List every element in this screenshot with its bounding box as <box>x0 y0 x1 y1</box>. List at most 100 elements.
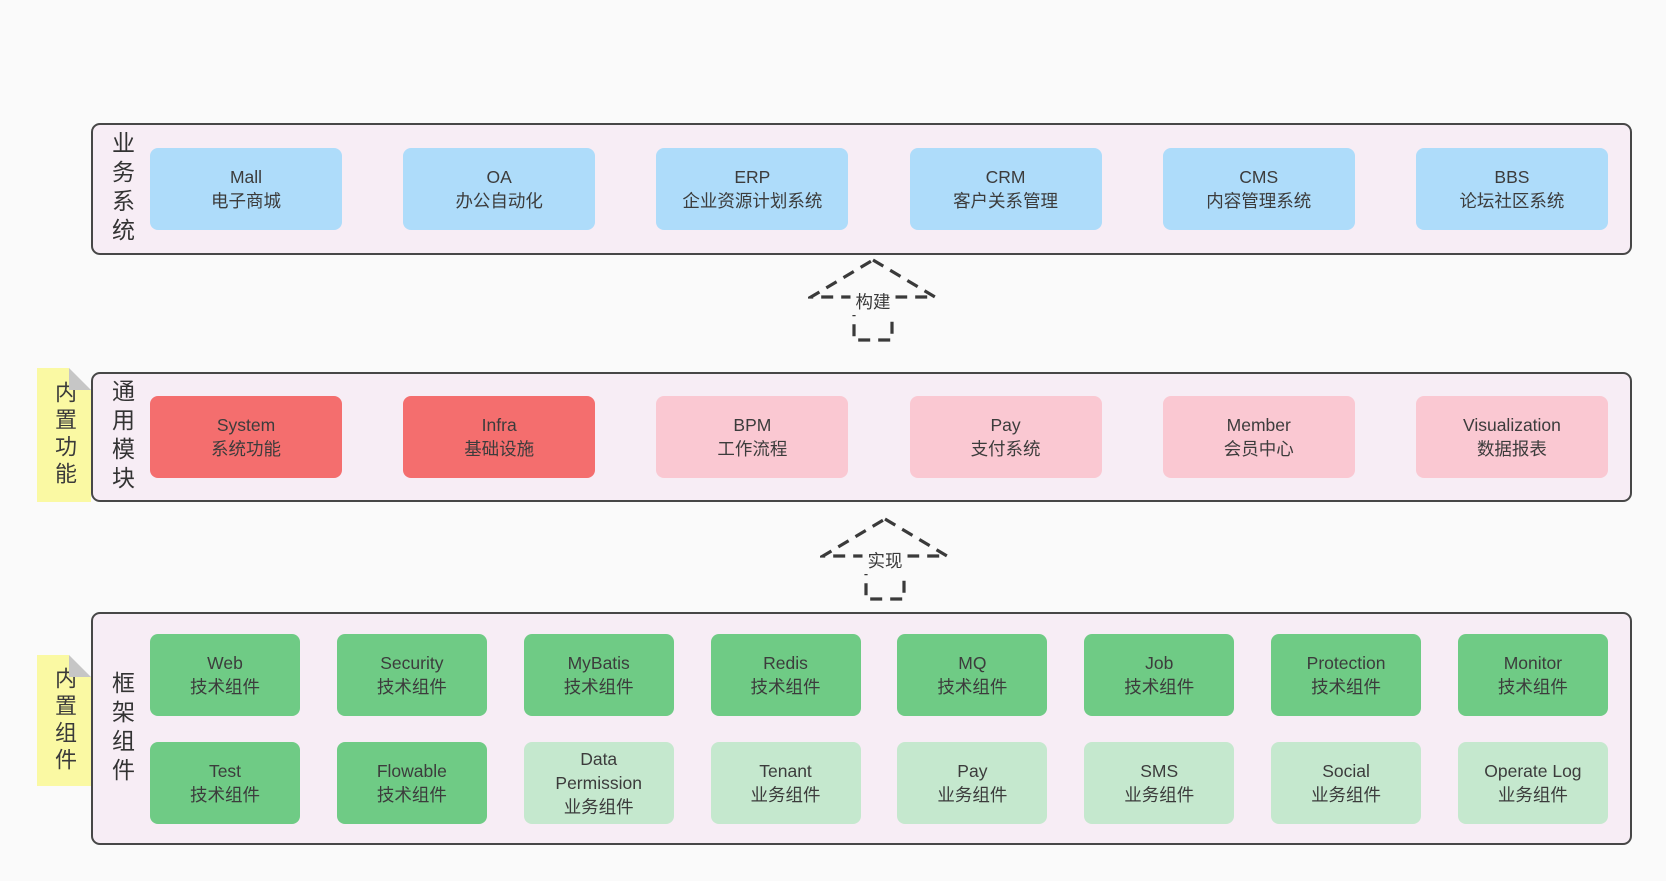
box-name: MQ <box>958 652 987 673</box>
box-test: Test 技术组件 <box>150 741 300 824</box>
box-name: Redis <box>763 652 808 673</box>
box-desc: 技术组件 <box>1311 676 1382 697</box>
box-pay-component: Pay 业务组件 <box>897 741 1048 824</box>
box-desc: 系统功能 <box>211 439 281 459</box>
box-web: Web 技术组件 <box>150 633 300 716</box>
box-security: Security 技术组件 <box>336 633 487 716</box>
box-desc: 技术组件 <box>1124 676 1195 697</box>
box-name: Flowable <box>376 760 447 781</box>
box-tenant: Tenant 业务组件 <box>710 741 861 824</box>
box-desc: 电子商城 <box>211 191 281 211</box>
box-sms: SMS 业务组件 <box>1084 741 1235 824</box>
box-name: Monitor <box>1503 652 1563 673</box>
box-cms: CMS 内容管理系统 <box>1162 148 1355 230</box>
box-visualization: Visualization 数据报表 <box>1415 396 1608 478</box>
sticky-note-builtin-components: 内置组件 <box>37 655 91 786</box>
box-name: Social <box>1322 760 1370 781</box>
box-name: Pay <box>957 760 988 781</box>
box-name: Protection <box>1306 652 1386 673</box>
component-row-1: Web 技术组件 Security 技术组件 MyBatis 技术组件 Redi… <box>150 633 1608 716</box>
layer-business-systems: 业务系统 Mall 电子商城 OA 办公自动化 ERP 企业资源计划系统 CRM… <box>91 123 1632 255</box>
layer-label-text: 业务系统 <box>108 131 135 247</box>
note-text: 内置组件 <box>52 666 77 775</box>
box-desc: 技术组件 <box>190 676 260 697</box>
box-crm: CRM 客户关系管理 <box>909 148 1102 230</box>
box-desc: 支付系统 <box>970 439 1041 459</box>
box-desc: 内容管理系统 <box>1206 191 1312 211</box>
layer-common-modules: 通用模块 System 系统功能 Infra 基础设施 BPM 工作流程 Pay… <box>91 372 1632 502</box>
box-name: SMS <box>1140 760 1179 781</box>
box-name: Job <box>1145 652 1174 673</box>
component-row-2: Test 技术组件 Flowable 技术组件 Data Permission … <box>150 741 1608 824</box>
box-desc: 办公自动化 <box>455 191 543 211</box>
business-boxes: Mall 电子商城 OA 办公自动化 ERP 企业资源计划系统 CRM 客户关系… <box>150 125 1630 253</box>
box-erp: ERP 企业资源计划系统 <box>656 148 849 230</box>
box-desc: 业务组件 <box>937 784 1008 805</box>
box-pay-system: Pay 支付系统 <box>909 396 1102 478</box>
box-name: Pay <box>990 415 1021 435</box>
box-name: Tenant <box>759 760 812 781</box>
box-data-permission: Data Permission 业务组件 <box>523 741 674 824</box>
box-name: ERP <box>734 167 771 187</box>
box-desc: 论坛社区系统 <box>1459 191 1565 211</box>
box-monitor: Monitor 技术组件 <box>1457 633 1608 716</box>
box-desc: 技术组件 <box>937 676 1008 697</box>
box-desc: 会员中心 <box>1223 439 1294 459</box>
layer-framework-components: 框架组件 Web 技术组件 Security 技术组件 MyBatis 技术组件… <box>91 612 1632 845</box>
layer-label-text: 框架组件 <box>108 670 135 787</box>
box-oa: OA 办公自动化 <box>403 148 596 230</box>
box-desc: 业务组件 <box>1124 784 1195 805</box>
layer-label-components: 框架组件 <box>93 614 150 843</box>
box-desc: 技术组件 <box>376 676 447 697</box>
box-mall: Mall 电子商城 <box>150 148 342 230</box>
box-mybatis: MyBatis 技术组件 <box>523 633 674 716</box>
box-name: Member <box>1226 415 1291 435</box>
box-desc: 技术组件 <box>1497 676 1568 697</box>
component-boxes: Web 技术组件 Security 技术组件 MyBatis 技术组件 Redi… <box>150 614 1630 843</box>
box-bpm: BPM 工作流程 <box>656 396 849 478</box>
arrow-build: 构建 <box>808 257 938 343</box>
box-name: Mall <box>229 167 263 187</box>
box-desc: 技术组件 <box>563 676 634 697</box>
box-name: OA <box>486 167 512 187</box>
box-flowable: Flowable 技术组件 <box>336 741 487 824</box>
note-fold-icon <box>69 368 91 390</box>
box-desc: 客户关系管理 <box>953 191 1059 211</box>
box-desc: 业务组件 <box>750 784 821 805</box>
box-desc: 企业资源计划系统 <box>682 191 823 211</box>
box-desc: 业务组件 <box>563 796 634 817</box>
box-name: BPM <box>733 415 772 435</box>
box-name: Test <box>208 760 242 781</box>
box-desc: 技术组件 <box>376 784 447 805</box>
box-desc: 业务组件 <box>1311 784 1382 805</box>
box-name: Security <box>380 652 444 673</box>
box-job: Job 技术组件 <box>1084 633 1235 716</box>
arrow-implement-label: 实现 <box>862 547 908 574</box>
box-protection: Protection 技术组件 <box>1271 633 1422 716</box>
box-name: Web <box>207 652 243 673</box>
box-name: MyBatis <box>567 652 630 673</box>
box-operate-log: Operate Log 业务组件 <box>1457 741 1608 824</box>
box-desc: 业务组件 <box>1497 784 1568 805</box>
layer-label-business: 业务系统 <box>93 125 150 253</box>
box-desc: 工作流程 <box>717 439 788 459</box>
box-member: Member 会员中心 <box>1162 396 1355 478</box>
module-boxes: System 系统功能 Infra 基础设施 BPM 工作流程 Pay 支付系统… <box>150 374 1630 500</box>
arrow-build-label: 构建 <box>850 288 896 315</box>
box-name: CRM <box>985 167 1026 187</box>
box-desc: 技术组件 <box>190 784 260 805</box>
box-social: Social 业务组件 <box>1271 741 1422 824</box>
box-desc: 基础设施 <box>464 439 535 459</box>
box-redis: Redis 技术组件 <box>710 633 861 716</box>
box-bbs: BBS 论坛社区系统 <box>1415 148 1608 230</box>
box-name: Operate Log <box>1484 760 1582 781</box>
box-desc: 数据报表 <box>1476 439 1547 459</box>
note-text: 内置功能 <box>52 381 77 489</box>
box-name: BBS <box>1494 167 1530 187</box>
box-name: Visualization <box>1462 415 1561 435</box>
box-name: Infra <box>481 415 517 435</box>
sticky-note-builtin-functions: 内置功能 <box>37 368 91 502</box>
note-fold-icon <box>69 655 91 677</box>
layer-label-text: 通用模块 <box>108 379 135 495</box>
